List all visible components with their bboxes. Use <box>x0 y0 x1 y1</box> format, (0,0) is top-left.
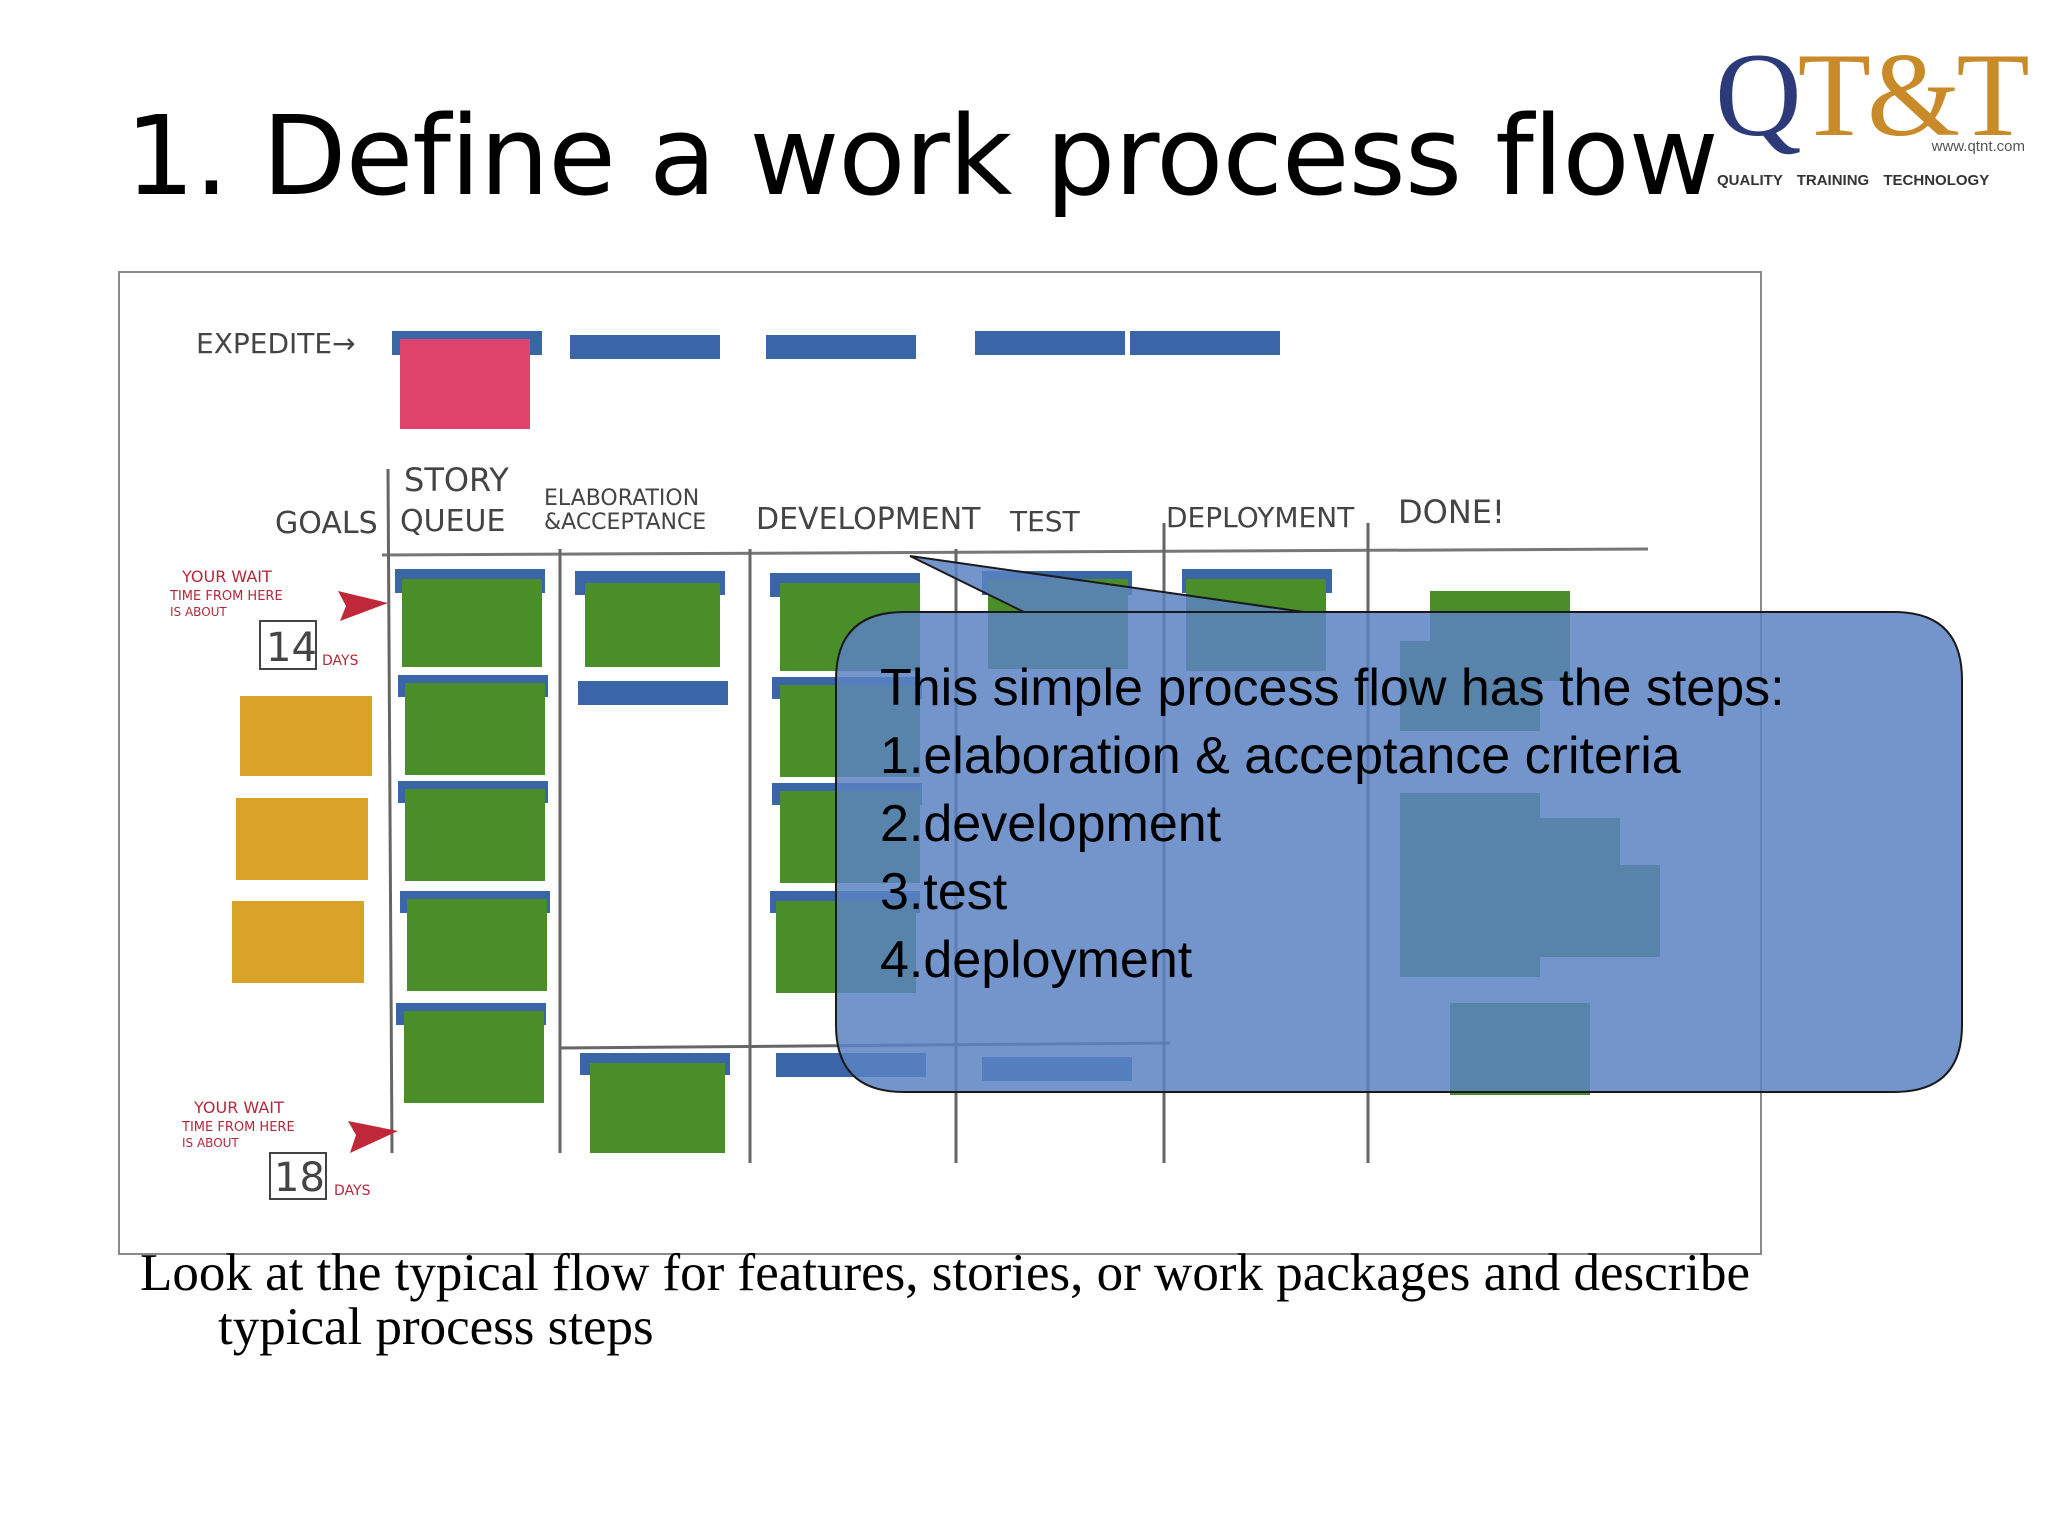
svg-text:YOUR WAIT: YOUR WAIT <box>193 1098 284 1117</box>
svg-text:18: 18 <box>274 1155 325 1201</box>
elab-card <box>585 583 720 667</box>
story-card <box>407 899 547 991</box>
wait-days-box <box>259 620 317 670</box>
callout-shape <box>835 555 1963 1093</box>
expedite-story-card <box>400 339 530 429</box>
elab-card <box>578 681 728 705</box>
callout-step: 1.elaboration & acceptance criteria <box>880 727 1681 785</box>
column-goals: GOALS <box>275 506 378 541</box>
expedite-label: EXPEDITE→ <box>196 327 356 360</box>
wait-arrow-icon <box>348 1121 398 1153</box>
svg-text:14: 14 <box>266 625 317 671</box>
caption-line-1: Look at the typical flow for features, s… <box>140 1244 1751 1302</box>
caption-line-2: typical process steps <box>218 1298 654 1356</box>
expedite-card <box>975 331 1125 355</box>
logo-tagline: QUALITY TRAINING TECHNOLOGY <box>1717 172 1990 189</box>
column-story-2: QUEUE <box>400 504 505 539</box>
callout-step: 2.development <box>880 795 1222 853</box>
goal-card <box>240 696 372 776</box>
story-card <box>405 789 545 881</box>
logo-url: www.qtnt.com <box>1931 138 2025 155</box>
column-done: DONE! <box>1398 493 1505 531</box>
column-elab-1: ELABORATION <box>544 486 699 511</box>
story-card <box>402 579 542 667</box>
column-story-1: STORY <box>404 461 509 499</box>
column-deployment: DEPLOYMENT <box>1166 501 1355 534</box>
goal-card <box>232 901 364 983</box>
svg-text:IS ABOUT: IS ABOUT <box>182 1136 239 1150</box>
elab-card <box>590 1063 725 1153</box>
svg-text:IS ABOUT: IS ABOUT <box>170 605 227 619</box>
wait-arrow-icon <box>338 591 388 621</box>
logo-mark: QT&T <box>1715 28 2030 161</box>
svg-text:DAYS: DAYS <box>334 1183 371 1199</box>
expedite-card <box>766 335 916 359</box>
callout-step: 4.deployment <box>880 931 1193 989</box>
expedite-card <box>570 335 720 359</box>
svg-text:TIME FROM HERE: TIME FROM HERE <box>169 589 283 604</box>
svg-text:YOUR WAIT: YOUR WAIT <box>181 567 272 586</box>
callout-bubble: This simple process flow has the steps: … <box>834 550 1964 1095</box>
callout-heading: This simple process flow has the steps: <box>880 659 1785 717</box>
callout-body <box>835 555 1963 1093</box>
column-development: DEVELOPMENT <box>756 502 981 537</box>
expedite-card <box>1130 331 1280 355</box>
wait-note-top: YOUR WAIT TIME FROM HERE IS ABOUT 14 DAY… <box>169 567 388 671</box>
wait-note-bottom: YOUR WAIT TIME FROM HERE IS ABOUT 18 DAY… <box>181 1098 398 1201</box>
wait-days-box <box>269 1152 327 1200</box>
column-test: TEST <box>1009 505 1081 538</box>
svg-text:TIME FROM HERE: TIME FROM HERE <box>181 1120 295 1135</box>
svg-text:DAYS: DAYS <box>322 653 359 669</box>
goal-card <box>236 798 368 880</box>
column-divider <box>386 468 394 1154</box>
story-card <box>405 683 545 775</box>
slide-title: 1. Define a work process flow <box>125 92 1719 220</box>
header-line <box>381 547 1649 557</box>
story-card <box>404 1011 544 1103</box>
callout-step: 3.test <box>880 863 1008 921</box>
qtnt-logo: QT&T www.qtnt.com QUALITY TRAINING TECHN… <box>1705 20 2035 200</box>
column-elab-2: &ACCEPTANCE <box>544 510 706 535</box>
slide-caption: Look at the typical flow for features, s… <box>140 1246 1750 1354</box>
callout-text: This simple process flow has the steps: … <box>880 654 1785 994</box>
